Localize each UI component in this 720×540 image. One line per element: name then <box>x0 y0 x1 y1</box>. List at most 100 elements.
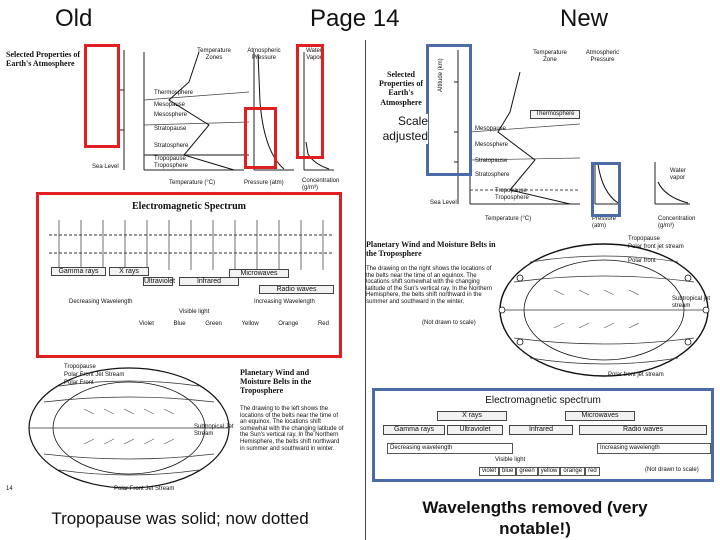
old-atmosphere-chart: Selected Properties of Earth's Atmospher… <box>4 42 354 192</box>
new-color-red: red <box>585 467 600 476</box>
new-zone-mesopause: Mesopause <box>475 126 507 132</box>
old-zone-stratopause: Stratopause <box>154 126 187 132</box>
new-em-spectrum: Electromagnetic spectrum X rays Microwav… <box>372 388 714 482</box>
new-color-yellow: yellow <box>537 467 561 476</box>
old-altitude-highlight <box>84 44 120 148</box>
old-wind-label-pfjs: Polar Front Jet Stream <box>64 372 125 378</box>
old-x-temp: Temperature (°C) <box>169 180 216 186</box>
new-sea-level: Sea Level <box>430 200 457 206</box>
new-x-temp: Temperature (°C) <box>485 216 532 222</box>
old-em-spectrum: Electromagnetic Spectrum Gamma rays X ra… <box>36 192 342 358</box>
old-band-xrays: X rays <box>109 267 149 276</box>
new-atmo-title: Selected Properties of Earth's Atmospher… <box>378 70 424 107</box>
new-zone-mesosphere: Mesosphere <box>475 142 509 148</box>
old-x-water: Concentration (g/m³) <box>302 178 340 191</box>
new-wind-belts: Planetary Wind and Moisture Belts in the… <box>366 236 716 382</box>
new-col-temp: Temperature Zone <box>533 50 567 63</box>
new-color-orange: orange <box>560 467 586 476</box>
scale-note: Scale adjusted <box>366 114 428 144</box>
old-page-number: 14 <box>6 486 13 492</box>
new-zone-thermosphere: Thermosphere <box>530 110 580 119</box>
new-wind-title: Planetary Wind and Moisture Belts in the… <box>366 240 496 259</box>
new-globe <box>498 243 710 377</box>
new-color-violet: violet <box>479 467 500 476</box>
new-wind-label-tropopause: Tropopause <box>628 236 660 242</box>
new-band-xrays: X rays <box>437 411 507 421</box>
old-em-wavelength-scale <box>49 220 334 270</box>
old-x-pressure: Pressure (atm) <box>244 180 284 186</box>
new-em-title: Electromagnetic spectrum <box>485 395 601 406</box>
new-pressure-highlight <box>591 162 621 217</box>
right-caption: Wavelengths removed (very notable!) <box>422 498 648 539</box>
old-increasing-label: Increasing Wavelength <box>254 299 315 305</box>
new-wind-label-pfjs-bottom: Polar front jet stream <box>608 372 664 378</box>
old-wind-label-pf: Polar Front <box>64 380 94 386</box>
old-band-radio: Radio waves <box>259 285 334 294</box>
old-wind-title: Planetary Wind and Moisture Belts in the… <box>240 368 312 396</box>
new-water-label: Water vapor <box>670 168 686 181</box>
old-atmo-title: Selected Properties of Earth's Atmospher… <box>6 50 81 69</box>
new-wind-note: (Not drawn to scale) <box>422 320 476 326</box>
page-label: Page 14 <box>310 5 400 32</box>
new-em-note: (Not drawn to scale) <box>645 467 699 473</box>
new-wind-label-subtropical: Subtropical jet stream <box>672 296 711 309</box>
new-band-uv: Ultraviolet <box>447 425 503 435</box>
new-decreasing-label: Decreasing wavelength <box>387 443 513 454</box>
old-label: Old <box>55 5 93 32</box>
old-color-red: Red <box>317 321 329 327</box>
new-wind-label-pfjs: Polar front jet stream <box>628 244 684 250</box>
old-zone-mesosphere: Mesosphere <box>154 112 188 118</box>
old-zone-troposphere: Troposphere <box>154 163 188 169</box>
new-zone-tropopause: Tropopause <box>495 188 527 194</box>
old-band-uv: Ultraviolet <box>143 277 176 286</box>
old-color-green: Green <box>205 321 222 327</box>
old-wind-label-tropopause: Tropopause <box>64 364 96 370</box>
left-caption: Tropopause was solid; now dotted <box>51 509 309 528</box>
old-wind-label-pfjs-bottom: Polar Front Jet Stream <box>114 486 175 492</box>
old-decreasing-label: Decreasing Wavelength <box>69 299 133 305</box>
new-band-gamma: Gamma rays <box>383 425 445 435</box>
old-pressure-highlight <box>244 107 277 169</box>
old-zone-tropopause: Tropopause <box>154 156 186 162</box>
old-atmo-graph <box>120 50 334 171</box>
old-band-gamma: Gamma rays <box>51 267 106 276</box>
old-col-temp: Temperature Zones <box>197 48 231 61</box>
old-color-orange: Orange <box>278 321 299 327</box>
old-visible-colors: Violet Blue Green Yellow Orange Red <box>139 321 329 328</box>
old-band-microwaves: Microwaves <box>229 269 289 278</box>
old-globe <box>28 367 230 489</box>
new-x-water: Concentration (g/m³) <box>658 216 696 229</box>
new-band-radio: Radio waves <box>579 425 707 435</box>
new-visible-label: Visible light <box>495 457 526 463</box>
new-wind-body: The drawing on the right shows the locat… <box>366 266 493 305</box>
old-zone-mesopause: Mesopause <box>154 102 186 108</box>
new-zone-stratopause: Stratopause <box>475 158 508 164</box>
new-col-pressure: Atmospheric Pressure <box>585 50 620 63</box>
new-x-pressure: Pressure (atm) <box>592 216 617 229</box>
new-color-green: green <box>516 467 538 476</box>
new-altitude-highlight <box>426 44 472 176</box>
old-sea-level: Sea Level <box>92 164 119 170</box>
new-band-microwaves: Microwaves <box>565 411 635 421</box>
old-visible-label: Visible light <box>179 309 210 315</box>
old-water-highlight <box>296 44 324 159</box>
new-color-blue: blue <box>499 467 517 476</box>
old-zone-stratosphere: Stratosphere <box>154 143 189 149</box>
new-increasing-label: Increasing wavelength <box>597 443 711 454</box>
old-wind-label-subtropical: Subtropical Jet Stream <box>194 424 234 437</box>
new-zone-troposphere: Troposphere <box>495 195 529 201</box>
new-visible-colors: violet blue green yellow orange red <box>479 467 600 476</box>
old-color-yellow: Yellow <box>241 321 259 327</box>
old-col-pressure: Atmospheric Pressure <box>247 48 281 61</box>
old-wind-body: The drawing to the left shows the locati… <box>240 406 344 452</box>
new-zone-stratosphere: Stratosphere <box>475 172 510 178</box>
old-color-blue: Blue <box>173 321 186 327</box>
old-band-infrared: Infrared <box>179 277 239 286</box>
old-col-water: Water Vapor <box>306 48 322 61</box>
new-wind-label-pf: Polar front <box>628 258 656 264</box>
old-color-violet: Violet <box>139 321 154 327</box>
old-zone-thermosphere: Thermosphere <box>154 90 194 96</box>
new-band-infrared: Infrared <box>509 425 573 435</box>
old-em-title: Electromagnetic Spectrum <box>132 201 246 212</box>
center-divider <box>365 40 366 540</box>
